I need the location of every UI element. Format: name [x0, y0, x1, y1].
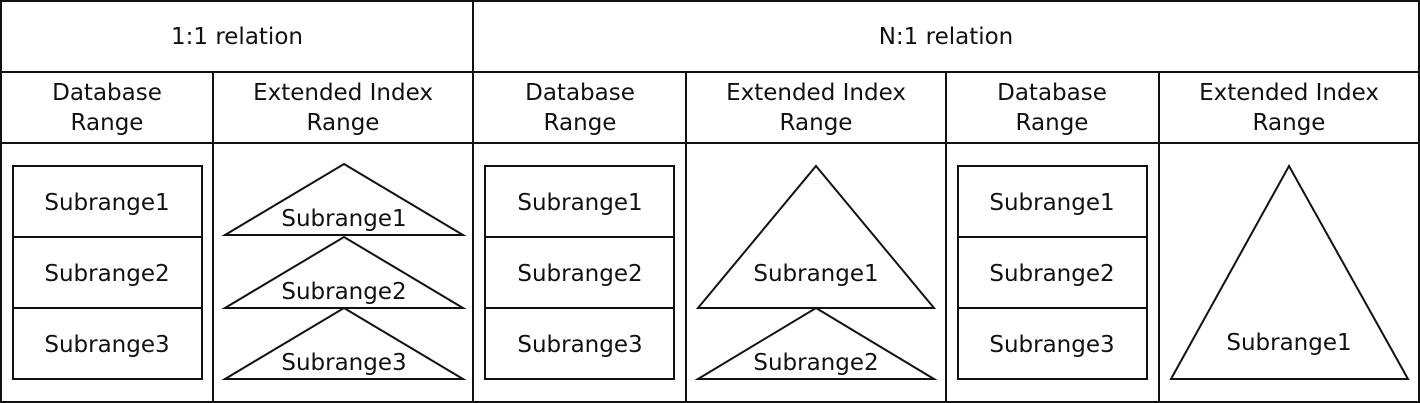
column-header-5: Database Range [997, 80, 1107, 136]
subrange-box [484, 165, 675, 238]
subrange-triangle [221, 162, 467, 236]
subrange-triangle [694, 306, 938, 380]
column-header-line: Range [1253, 110, 1326, 136]
column-header-line: Extended Index [726, 80, 906, 106]
extended-index-triangles-6: Subrange1 [1169, 163, 1410, 380]
column-header-3: Database Range [525, 80, 635, 136]
column-header-line: Extended Index [253, 80, 433, 106]
column-header-line: Database [997, 80, 1107, 106]
subrange-box [957, 236, 1148, 309]
column-header-line: Range [307, 110, 380, 136]
subrange-box [12, 236, 203, 309]
subrange-box [12, 307, 203, 380]
column-header-line: Extended Index [1199, 80, 1379, 106]
subrange-box [957, 307, 1148, 380]
database-range-stack-5: Subrange1 Subrange2 Subrange3 [957, 165, 1148, 380]
subrange-label: Subrange2 [753, 350, 878, 376]
subrange-label: Subrange1 [989, 190, 1114, 216]
subrange-label: Subrange2 [44, 261, 169, 287]
extended-index-triangles-2: Subrange1 Subrange2 Subrange3 [221, 162, 467, 380]
subrange-label: Subrange3 [517, 332, 642, 358]
subrange-label: Subrange3 [989, 332, 1114, 358]
database-range-stack-3: Subrange1 Subrange2 Subrange3 [484, 165, 675, 380]
column-header-line: Range [780, 110, 853, 136]
extended-index-triangles-4: Subrange1 Subrange2 [694, 164, 938, 380]
subrange-label: Subrange1 [281, 206, 406, 232]
subrange-triangle [1169, 163, 1410, 380]
column-header-line: Database [52, 80, 162, 106]
group-title-n-to-one: N:1 relation [879, 24, 1014, 50]
subrange-label: Subrange1 [753, 261, 878, 287]
column-header-line: Database [525, 80, 635, 106]
column-header-line: Range [1016, 110, 1089, 136]
subrange-box [484, 307, 675, 380]
subrange-label: Subrange3 [44, 332, 169, 358]
subrange-label: Subrange2 [517, 261, 642, 287]
column-header-4: Extended Index Range [726, 80, 906, 136]
column-header-line: Range [71, 110, 144, 136]
subrange-box [957, 165, 1148, 238]
column-header-6: Extended Index Range [1199, 80, 1379, 136]
column-header-line: Range [544, 110, 617, 136]
column-header-2: Extended Index Range [253, 80, 433, 136]
database-range-stack-1: Subrange1 Subrange2 Subrange3 [12, 165, 203, 380]
subrange-box [484, 236, 675, 309]
group-title-one-to-one: 1:1 relation [171, 24, 303, 50]
subrange-label: Subrange1 [517, 190, 642, 216]
subrange-triangle [221, 306, 467, 380]
subrange-label: Subrange2 [281, 279, 406, 305]
subrange-label: Subrange3 [281, 350, 406, 376]
column-header-1: Database Range [52, 80, 162, 136]
subrange-label: Subrange2 [989, 261, 1114, 287]
subrange-label: Subrange1 [1226, 330, 1351, 356]
subrange-label: Subrange1 [44, 190, 169, 216]
